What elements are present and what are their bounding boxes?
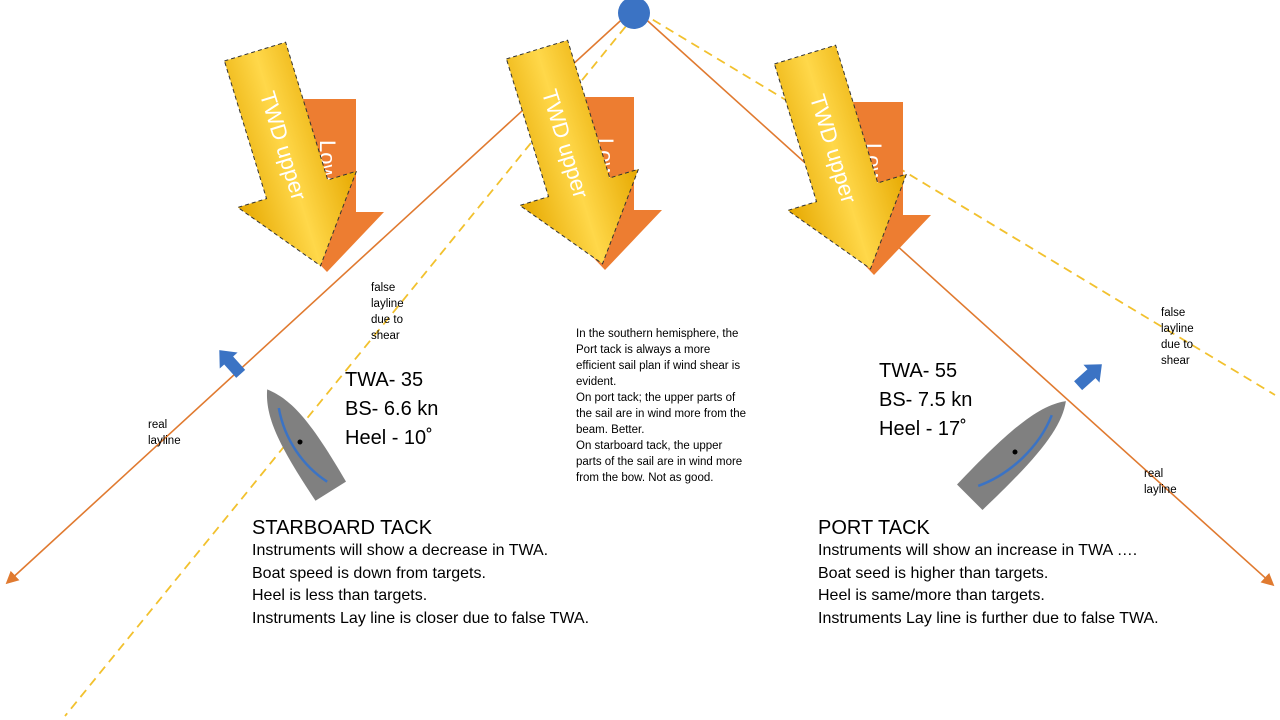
starboard-tack-block: STARBOARD TACK Instruments will show a d… [252,516,589,630]
note-line: evident. [576,376,617,388]
label-line: false [371,282,396,294]
boat-hull [957,401,1066,510]
port-line: Heel is same/more than targets. [818,587,1045,604]
false-layline-label-left: false layline due to shear [371,280,404,344]
real-layline-label-left: real layline [148,417,181,449]
stat-twa: TWA- 35 [345,369,424,391]
stat-twa: TWA- 55 [879,360,958,382]
port-tack-heading: PORT TACK [818,517,930,539]
note-line: On port tack; the upper parts of [576,392,736,404]
wind-arrow-group-left: Lower TWD upper [223,41,384,272]
boat-mast [1012,449,1018,455]
stat-boat-speed: BS- 6.6 kn [345,398,439,420]
starboard-line: Heel is less than targets. [252,587,428,604]
note-line: efficient sail plan if wind shear is [576,360,741,372]
note-line: the sail are in wind more from the [576,408,747,420]
label-line: real [1144,468,1164,480]
port-line: Boat seed is higher than targets. [818,564,1049,582]
starboard-heading-arrow [219,350,246,378]
false-layline-port [639,11,1276,396]
label-line: shear [1161,355,1190,367]
starboard-line: Instruments will show a decrease in TWA. [252,542,549,559]
note-line: beam. Better. [576,424,645,436]
starboard-boat [266,389,347,501]
starboard-line: Instruments Lay line is closer due to fa… [252,609,590,627]
windward-mark [618,0,650,29]
boat-sail [277,407,328,483]
label-line: real [148,419,168,431]
note-line: Port tack is always a more [576,344,711,356]
note-line: In the southern hemisphere, the [576,328,739,340]
real-layline-port [639,13,1275,587]
wind-arrow-group-right: Lower TWD upper [773,44,931,275]
stat-boat-speed: BS- 7.5 kn [879,389,973,411]
boat-sail [977,414,1053,488]
port-tack-block: PORT TACK Instruments will show an incre… [818,516,1159,630]
upper-wind-arrow [223,41,358,267]
upper-wind-arrow [505,39,640,265]
label-line: due to [371,314,403,326]
wind-arrow-group-center: Lower TWD upper [505,39,662,270]
center-note: In the southern hemisphere, the Port tac… [576,326,746,486]
port-line: Instruments Lay line is further due to f… [818,609,1159,627]
note-line: On starboard tack, the upper [576,440,723,452]
port-boat [957,401,1066,510]
note-line: parts of the sail are in wind more [576,456,743,468]
label-line: layline [1161,323,1194,335]
label-line: due to [1161,339,1193,351]
stat-heel: Heel - 10˚ [345,427,433,449]
starboard-line: Boat speed is down from targets. [252,564,486,582]
label-line: shear [371,330,400,342]
port-heading-arrow [1074,364,1102,391]
starboard-stats: TWA- 35 BS- 6.6 kn Heel - 10˚ [345,366,438,453]
stat-heel: Heel - 17˚ [879,418,967,440]
port-line: Instruments will show an increase in TWA… [818,542,1138,559]
boat-mast [297,439,303,445]
port-stats: TWA- 55 BS- 7.5 kn Heel - 17˚ [879,357,972,444]
note-line: from the bow. Not as good. [576,472,714,484]
label-line: layline [371,298,404,310]
false-layline-label-right: false layline due to shear [1161,305,1194,369]
boat-hull [266,389,347,501]
label-line: layline [1144,484,1177,496]
starboard-tack-heading: STARBOARD TACK [252,517,433,539]
upper-wind-arrow [773,44,908,270]
label-line: false [1161,307,1186,319]
label-line: layline [148,435,181,447]
real-layline-label-right: real layline [1144,466,1177,498]
